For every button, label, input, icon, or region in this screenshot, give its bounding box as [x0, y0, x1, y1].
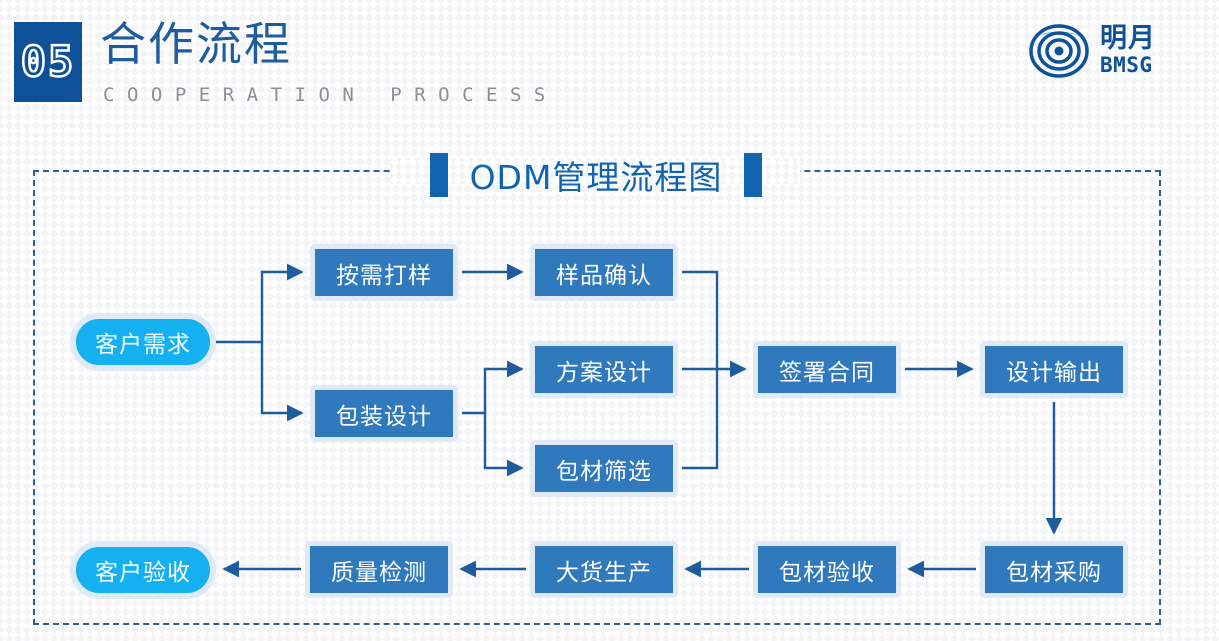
flow-node-material-purchase[interactable]: 包材采购 — [980, 541, 1128, 598]
flow-node-label: 质量检测 — [331, 559, 427, 586]
flow-node-customer-requirement[interactable]: 客户需求 — [70, 313, 216, 371]
panel-title-backdrop — [390, 158, 800, 184]
flow-node-plan-design[interactable]: 方案设计 — [530, 341, 678, 398]
flow-node-packaging-design[interactable]: 包装设计 — [310, 385, 458, 442]
brand-logo: 明月 BMSG — [1026, 16, 1201, 84]
flow-node-sampling-on-demand[interactable]: 按需打样 — [310, 244, 458, 301]
flow-node-label: 样品确认 — [556, 262, 652, 289]
flow-node-mass-production[interactable]: 大货生产 — [530, 541, 678, 598]
section-number: 05 — [19, 37, 76, 86]
flow-node-label: 包材筛选 — [556, 458, 652, 485]
flow-node-label: 设计输出 — [1006, 359, 1102, 386]
flow-node-design-output[interactable]: 设计输出 — [980, 341, 1128, 398]
flow-node-label: 按需打样 — [336, 262, 432, 289]
flow-node-label: 方案设计 — [556, 359, 652, 386]
title-bar-left-icon — [429, 153, 448, 197]
logo-wordmark: 明月 BMSG — [1100, 25, 1156, 76]
flow-node-label: 包材验收 — [779, 559, 875, 586]
logo-name-en: BMSG — [1100, 52, 1153, 77]
flow-node-customer-acceptance[interactable]: 客户验收 — [70, 541, 216, 599]
flowchart-title-group: ODM管理流程图 — [390, 148, 802, 202]
slide-header: 05 合作流程 COOPERATION PROCESS 明月 BMSG — [0, 0, 1219, 120]
flow-node-material-inspection[interactable]: 包材验收 — [753, 541, 901, 598]
logo-name-zh: 明月 — [1100, 22, 1156, 54]
section-number-badge: 05 — [14, 22, 82, 102]
flow-node-label: 客户需求 — [95, 332, 191, 358]
flow-node-material-selection[interactable]: 包材筛选 — [530, 440, 678, 497]
flowchart-title: ODM管理流程图 — [469, 158, 723, 197]
logo-globe-icon — [1029, 24, 1089, 78]
flow-node-label: 客户验收 — [95, 560, 191, 586]
flow-node-label: 大货生产 — [556, 559, 652, 586]
flow-node-quality-check[interactable]: 质量检测 — [305, 541, 453, 598]
flow-node-sample-confirmation[interactable]: 样品确认 — [530, 244, 678, 301]
flow-node-sign-contract[interactable]: 签署合同 — [753, 341, 901, 398]
page-subtitle: COOPERATION PROCESS — [103, 84, 558, 106]
flow-node-label: 包材采购 — [1006, 559, 1102, 586]
flow-node-label: 签署合同 — [779, 359, 875, 386]
title-bar-right-icon — [744, 153, 763, 197]
page-title: 合作流程 — [100, 17, 292, 71]
flow-node-label: 包装设计 — [336, 403, 432, 430]
